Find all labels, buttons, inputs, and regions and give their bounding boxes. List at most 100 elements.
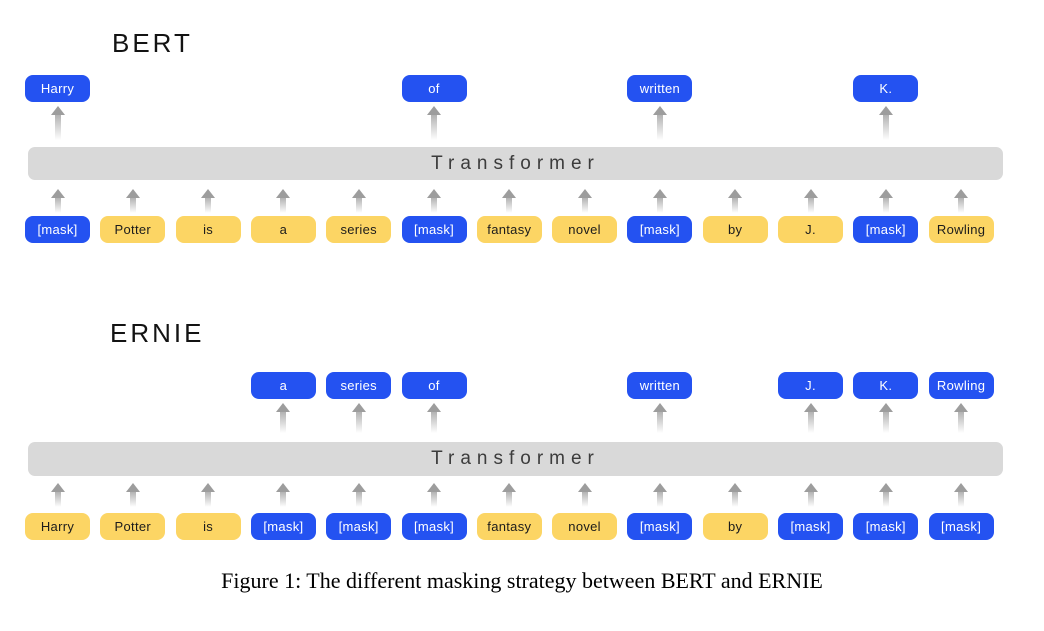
- up-arrow-icon: [426, 189, 442, 213]
- arrow-head: [50, 189, 65, 198]
- up-arrow-icon: [577, 483, 593, 507]
- up-arrow-icon: [125, 189, 141, 213]
- transformer-label: Transformer: [431, 152, 600, 174]
- input-token-masked: [mask]: [853, 513, 919, 540]
- arrow-tail: [205, 492, 212, 507]
- up-arrow-icon: [50, 189, 66, 213]
- input-token: is: [175, 513, 241, 540]
- arrow-head: [577, 483, 592, 492]
- arrow-head: [878, 483, 893, 492]
- up-arrow-icon: [200, 189, 216, 213]
- up-arrow-icon: [878, 483, 894, 507]
- arrow-tail: [506, 492, 513, 507]
- arrow-tail: [882, 492, 889, 507]
- up-arrow-icon: [501, 483, 517, 507]
- output-token: written: [627, 372, 693, 399]
- arrow-head: [201, 483, 216, 492]
- transformer-bar: Transformer: [28, 147, 1003, 180]
- input-token: series: [326, 216, 392, 243]
- arrow-head: [954, 403, 969, 412]
- arrow-head: [954, 189, 969, 198]
- input-token-masked: [mask]: [778, 513, 843, 540]
- arrow-head: [201, 189, 216, 198]
- arrow-tail: [355, 198, 362, 213]
- arrow-tail: [732, 492, 739, 507]
- arrow-head: [652, 403, 667, 412]
- arrow-head: [954, 483, 969, 492]
- arrow-tail: [431, 198, 437, 213]
- figure-caption: Figure 1: The different masking strategy…: [221, 568, 823, 593]
- input-token-masked: [mask]: [326, 513, 392, 540]
- transformer-label: Transformer: [431, 448, 600, 469]
- arrow-head: [803, 403, 818, 412]
- output-token: of: [401, 372, 467, 399]
- arrow-head: [427, 106, 441, 115]
- arrow-head: [502, 189, 517, 198]
- arrow-head: [50, 483, 65, 492]
- arrow-tail: [807, 412, 814, 433]
- up-arrow-icon: [878, 403, 894, 433]
- arrow-tail: [431, 115, 437, 140]
- arrow-tail: [431, 412, 437, 433]
- arrow-tail: [54, 492, 61, 507]
- output-token: series: [326, 372, 392, 399]
- arrow-tail: [656, 198, 663, 213]
- output-token: K.: [853, 75, 919, 102]
- arrow-head: [878, 189, 893, 198]
- up-arrow-icon: [426, 106, 442, 140]
- up-arrow-icon: [878, 189, 894, 213]
- up-arrow-icon: [803, 189, 819, 213]
- arrow-tail: [506, 198, 513, 213]
- arrow-head: [803, 189, 818, 198]
- arrow-tail: [882, 198, 889, 213]
- arrow-head: [351, 403, 366, 412]
- input-token: by: [702, 513, 768, 540]
- arrow-head: [878, 403, 893, 412]
- arrow-tail: [355, 492, 362, 507]
- up-arrow-icon: [275, 483, 291, 507]
- arrow-head: [652, 189, 667, 198]
- arrow-head: [728, 189, 743, 198]
- up-arrow-icon: [351, 189, 367, 213]
- output-token: a: [250, 372, 316, 399]
- arrow-tail: [355, 412, 362, 433]
- output-token: K.: [853, 372, 919, 399]
- up-arrow-icon: [652, 403, 668, 433]
- arrow-head: [728, 483, 743, 492]
- up-arrow-icon: [803, 403, 819, 433]
- up-arrow-icon: [426, 403, 442, 433]
- arrow-head: [276, 403, 291, 412]
- arrow-head: [878, 106, 893, 115]
- input-token: novel: [552, 513, 618, 540]
- up-arrow-icon: [727, 189, 743, 213]
- arrow-head: [125, 483, 140, 492]
- up-arrow-icon: [50, 106, 66, 140]
- input-token: Rowling: [928, 216, 994, 243]
- panel-title-bert: BERT: [112, 28, 193, 58]
- input-token-masked: [mask]: [627, 216, 693, 243]
- up-arrow-icon: [275, 403, 291, 433]
- output-token: written: [627, 75, 693, 102]
- output-token: J.: [778, 372, 843, 399]
- up-arrow-icon: [727, 483, 743, 507]
- up-arrow-icon: [125, 483, 141, 507]
- transformer-bar: Transformer: [28, 442, 1003, 476]
- arrow-tail: [431, 492, 437, 507]
- arrow-tail: [807, 492, 814, 507]
- up-arrow-icon: [803, 483, 819, 507]
- arrow-head: [427, 189, 441, 198]
- input-token-masked: [mask]: [928, 513, 994, 540]
- arrow-tail: [656, 492, 663, 507]
- arrow-tail: [732, 198, 739, 213]
- arrow-tail: [656, 412, 663, 433]
- up-arrow-icon: [577, 189, 593, 213]
- arrow-head: [803, 483, 818, 492]
- up-arrow-icon: [501, 189, 517, 213]
- up-arrow-icon: [200, 483, 216, 507]
- up-arrow-icon: [652, 483, 668, 507]
- up-arrow-icon: [953, 189, 969, 213]
- arrow-tail: [958, 412, 965, 433]
- output-token: of: [401, 75, 467, 102]
- input-token-masked: [mask]: [250, 513, 316, 540]
